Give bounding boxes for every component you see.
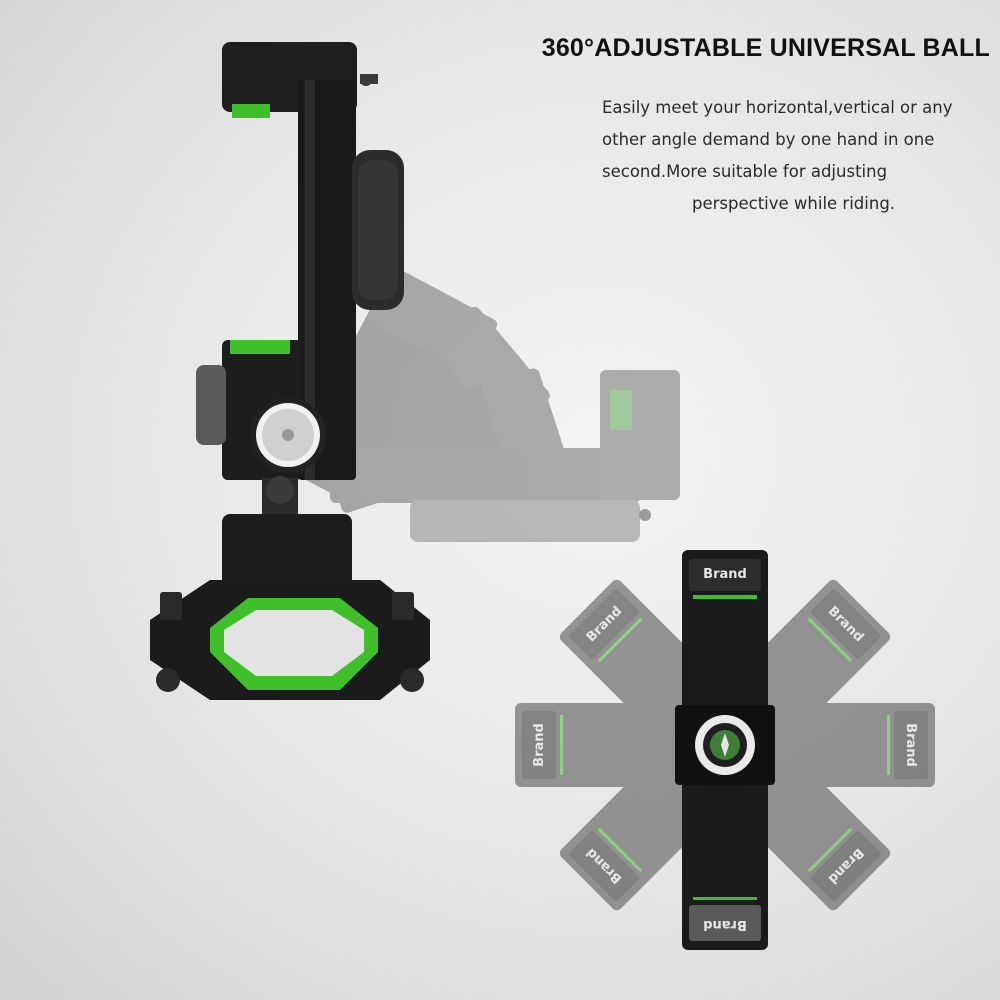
description: Easily meet your horizontal,vertical or … — [560, 92, 990, 220]
brand-label-top: Brand — [703, 567, 747, 582]
ghost-positions — [285, 265, 680, 574]
description-line-2: other angle demand by one hand in one — [602, 130, 935, 149]
description-line-3: second.More suitable for adjusting — [602, 162, 888, 181]
ghost-horizontal — [330, 370, 680, 542]
brand-label-right: Brand — [903, 723, 918, 767]
description-line-1: Easily meet your horizontal,vertical or … — [602, 98, 953, 117]
brand-label-left: Brand — [532, 723, 547, 767]
headline: 360°ADJUSTABLE UNIVERSAL BALL — [541, 34, 990, 62]
handlebar-clamp-icon — [150, 514, 430, 700]
brand-label-bottom: Brand — [703, 917, 747, 932]
description-line-4: perspective while riding. — [692, 194, 896, 213]
phone-mount-icon — [196, 42, 404, 520]
vertical-arm — [675, 550, 775, 950]
